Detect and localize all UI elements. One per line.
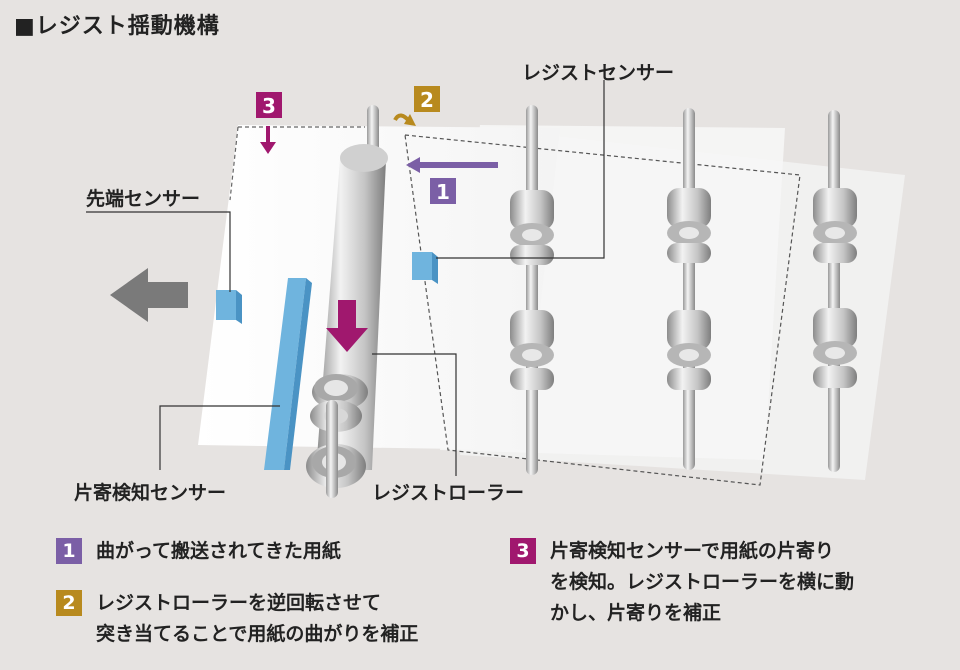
skew-sensor-bar — [264, 278, 306, 470]
leader-skew-sensor — [159, 405, 280, 470]
roller-column-2 — [667, 108, 711, 470]
paper-feed-arrow-icon — [406, 157, 498, 173]
badge-2: 2 — [56, 590, 82, 616]
legend-step-2: 2 レジストローラーを逆回転させて 突き当てることで用紙の曲がりを補正 — [56, 588, 418, 650]
leader-regist-roller — [372, 353, 457, 476]
badge-1: 1 — [56, 538, 82, 564]
legend-step-1: 1 曲がって搬送されてきた用紙 — [56, 536, 341, 567]
roller-shift-arrow-icon — [326, 300, 368, 352]
tip-sensor-label: 先端センサー — [86, 188, 201, 210]
paper-direction-arrow-icon — [110, 268, 188, 322]
legend-step-2-text: レジストローラーを逆回転させて 突き当てることで用紙の曲がりを補正 — [96, 592, 419, 645]
svg-text:2: 2 — [420, 88, 434, 112]
roller-column-3 — [813, 110, 857, 472]
regist-sensor-label: レジストセンサー — [522, 62, 675, 84]
regist-sensor-cube — [412, 252, 432, 280]
legend-step-3-text: 片寄検知センサーで用紙の片寄り を検知。レジストローラーを横に動 かし、片寄りを… — [550, 540, 855, 624]
skewed-paper-outline — [404, 134, 801, 486]
legend-step-3: 3 片寄検知センサーで用紙の片寄り を検知。レジストローラーを横に動 かし、片寄… — [510, 536, 854, 629]
regist-roller-label: レジストローラー — [372, 482, 525, 504]
leader-tip-sensor — [86, 211, 231, 292]
badge-3-diagram — [256, 92, 282, 118]
tip-sensor-cube — [216, 290, 236, 320]
page-title: ■レジスト揺動機構 — [14, 14, 220, 39]
badge-3: 3 — [510, 538, 536, 564]
badge-1-diagram — [430, 178, 456, 204]
leader-regist-sensor — [436, 80, 605, 259]
roller-column-1 — [510, 105, 554, 475]
svg-text:1: 1 — [436, 180, 450, 204]
svg-text:3: 3 — [262, 94, 276, 118]
badge-2-diagram — [414, 86, 440, 112]
skew-sensor-label: 片寄検知センサー — [74, 482, 227, 504]
legend-step-1-text: 曲がって搬送されてきた用紙 — [96, 540, 341, 562]
shift-arrow-icon — [260, 126, 276, 154]
